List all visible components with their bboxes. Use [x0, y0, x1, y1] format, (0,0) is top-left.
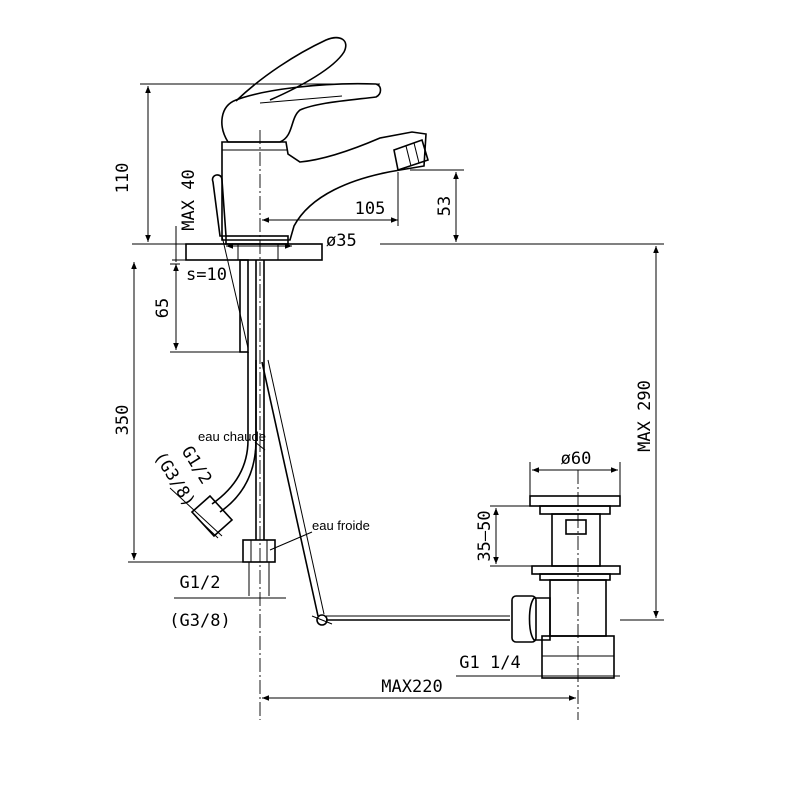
label-g114: G1 1/4 — [459, 653, 520, 673]
center-lines — [259, 130, 579, 720]
rod-clip — [311, 615, 333, 625]
lever-handle — [235, 36, 347, 102]
label-max40: MAX 40 — [179, 169, 199, 230]
leader-cold — [269, 531, 313, 551]
waste-body-upper — [551, 513, 601, 567]
popup-rod-edge — [267, 359, 325, 615]
label-350: 350 — [113, 405, 133, 436]
popup-rod — [261, 361, 319, 617]
waste-plug — [565, 519, 587, 535]
label-110: 110 — [113, 163, 133, 194]
supply-assembly — [190, 259, 276, 596]
popup-knob — [211, 174, 227, 237]
aerator-line — [405, 145, 412, 167]
hot-connector-line — [196, 517, 219, 539]
popup-waste — [511, 495, 621, 679]
hot-connector — [190, 494, 234, 538]
label-s10: s=10 — [186, 265, 227, 285]
label-53: 53 — [435, 196, 455, 216]
faucet-body — [211, 36, 429, 245]
dimension-lines — [128, 83, 664, 701]
label-g12-cold: G1/2 — [180, 573, 221, 593]
dimension-labels: 110 MAX 40 105 53 ø35 s=10 65 350 MAX 29… — [113, 163, 655, 697]
label-max290: MAX 290 — [635, 380, 655, 452]
label-cold-water: eau froide — [312, 518, 370, 533]
label-105: 105 — [355, 199, 386, 219]
waste-washer — [539, 573, 611, 581]
label-35-50: 35–50 — [475, 510, 495, 561]
waste-flange — [529, 495, 621, 507]
label-max220: MAX220 — [381, 677, 442, 697]
cap-detail-line — [259, 95, 343, 104]
popup-rod-upper — [221, 235, 249, 349]
dim-g12-hot-line — [169, 487, 223, 537]
leader-hot — [254, 441, 266, 451]
popup-linkage — [221, 235, 510, 626]
label-d60: ø60 — [561, 449, 592, 469]
label-65: 65 — [153, 298, 173, 318]
aerator-line — [413, 142, 420, 164]
label-g38-cold: (G3/8) — [169, 611, 230, 631]
pivot-nut — [511, 595, 537, 643]
waste-nut — [531, 565, 621, 575]
water-labels: eau chaude eau froide — [198, 429, 370, 533]
aerator — [393, 138, 429, 172]
cold-connector — [242, 539, 276, 563]
lever-cap — [221, 82, 382, 143]
hot-pipe — [211, 352, 249, 505]
label-d35: ø35 — [326, 231, 357, 251]
hot-pipe-inner — [219, 360, 257, 513]
waste-flange-lower — [539, 505, 611, 515]
fixing-shank — [239, 259, 249, 353]
label-hot-water: eau chaude — [198, 429, 266, 444]
body-column — [221, 131, 427, 241]
pivot-housing — [528, 597, 551, 641]
